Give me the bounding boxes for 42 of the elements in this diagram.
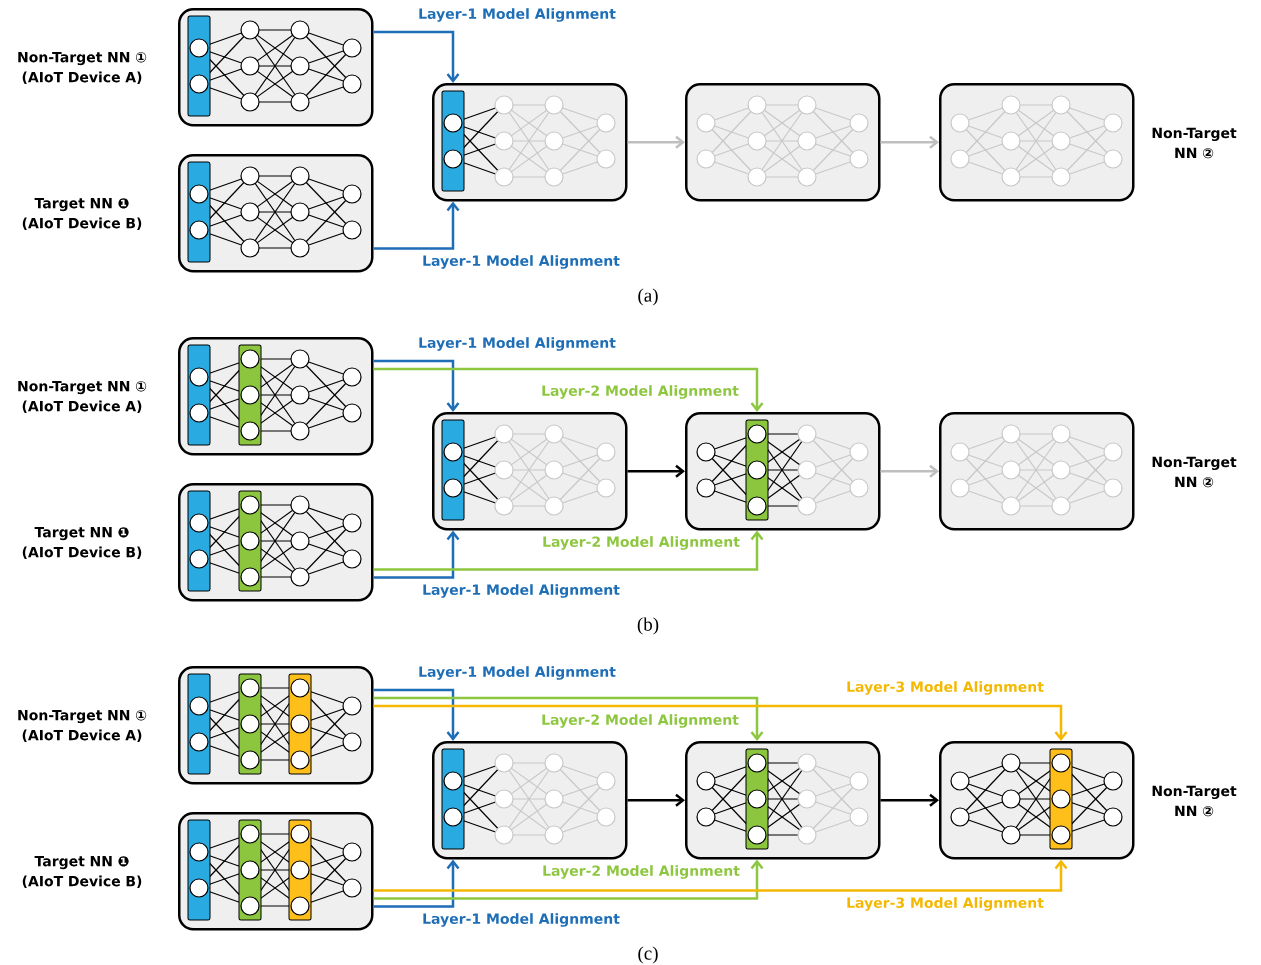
device-label: Non-Target NN ① (AIoT Device A)	[18, 709, 147, 743]
arrow	[880, 464, 939, 478]
edge-label: Layer-2 Model Alignment	[541, 864, 741, 880]
arrow	[627, 464, 685, 478]
edge-label: Layer-1 Model Alignment	[417, 7, 617, 23]
edge-label: Layer-2 Model Alignment	[541, 535, 741, 551]
device-label: Target NN ❶ (AIoT Device B)	[22, 526, 142, 560]
arrow	[373, 859, 460, 908]
arrow	[373, 30, 460, 83]
edge-label: Layer-3 Model Alignment	[845, 896, 1045, 912]
device-label: Target NN ❶ (AIoT Device B)	[22, 197, 142, 231]
panel-caption: (a)	[638, 288, 658, 306]
arrow	[373, 201, 460, 250]
arrow	[880, 793, 939, 807]
arrow	[373, 859, 764, 900]
arrow	[627, 793, 685, 807]
edge-label: Layer-2 Model Alignment	[540, 713, 740, 729]
edge-label: Layer-1 Model Alignment	[417, 336, 617, 352]
device-label: Non-Target NN ① (AIoT Device A)	[18, 51, 147, 85]
edge-label: Layer-3 Model Alignment	[845, 680, 1045, 696]
device-label: Non-Target NN ① (AIoT Device A)	[18, 380, 147, 414]
arrow	[373, 859, 1068, 892]
panel-caption: (c)	[638, 946, 658, 964]
edge-label: Layer-1 Model Alignment	[421, 254, 621, 270]
device-label: Non-Target NN ②	[1152, 127, 1237, 159]
edge-label: Layer-1 Model Alignment	[417, 665, 617, 681]
arrow	[373, 696, 764, 741]
arrow	[373, 367, 764, 412]
panel-caption: (b)	[637, 617, 659, 635]
arrow	[373, 359, 460, 412]
device-label: Target NN ❶ (AIoT Device B)	[22, 855, 142, 889]
device-label: Non-Target NN ②	[1152, 456, 1237, 488]
arrow	[373, 704, 1068, 741]
arrow	[373, 530, 764, 571]
edge-label: Layer-1 Model Alignment	[421, 912, 621, 928]
arrow	[880, 135, 939, 149]
arrow	[373, 530, 460, 579]
device-label: Non-Target NN ②	[1152, 785, 1237, 817]
edge-label: Layer-1 Model Alignment	[421, 583, 621, 599]
arrow	[627, 135, 685, 149]
arrow	[373, 688, 460, 741]
edge-label: Layer-2 Model Alignment	[540, 384, 740, 400]
